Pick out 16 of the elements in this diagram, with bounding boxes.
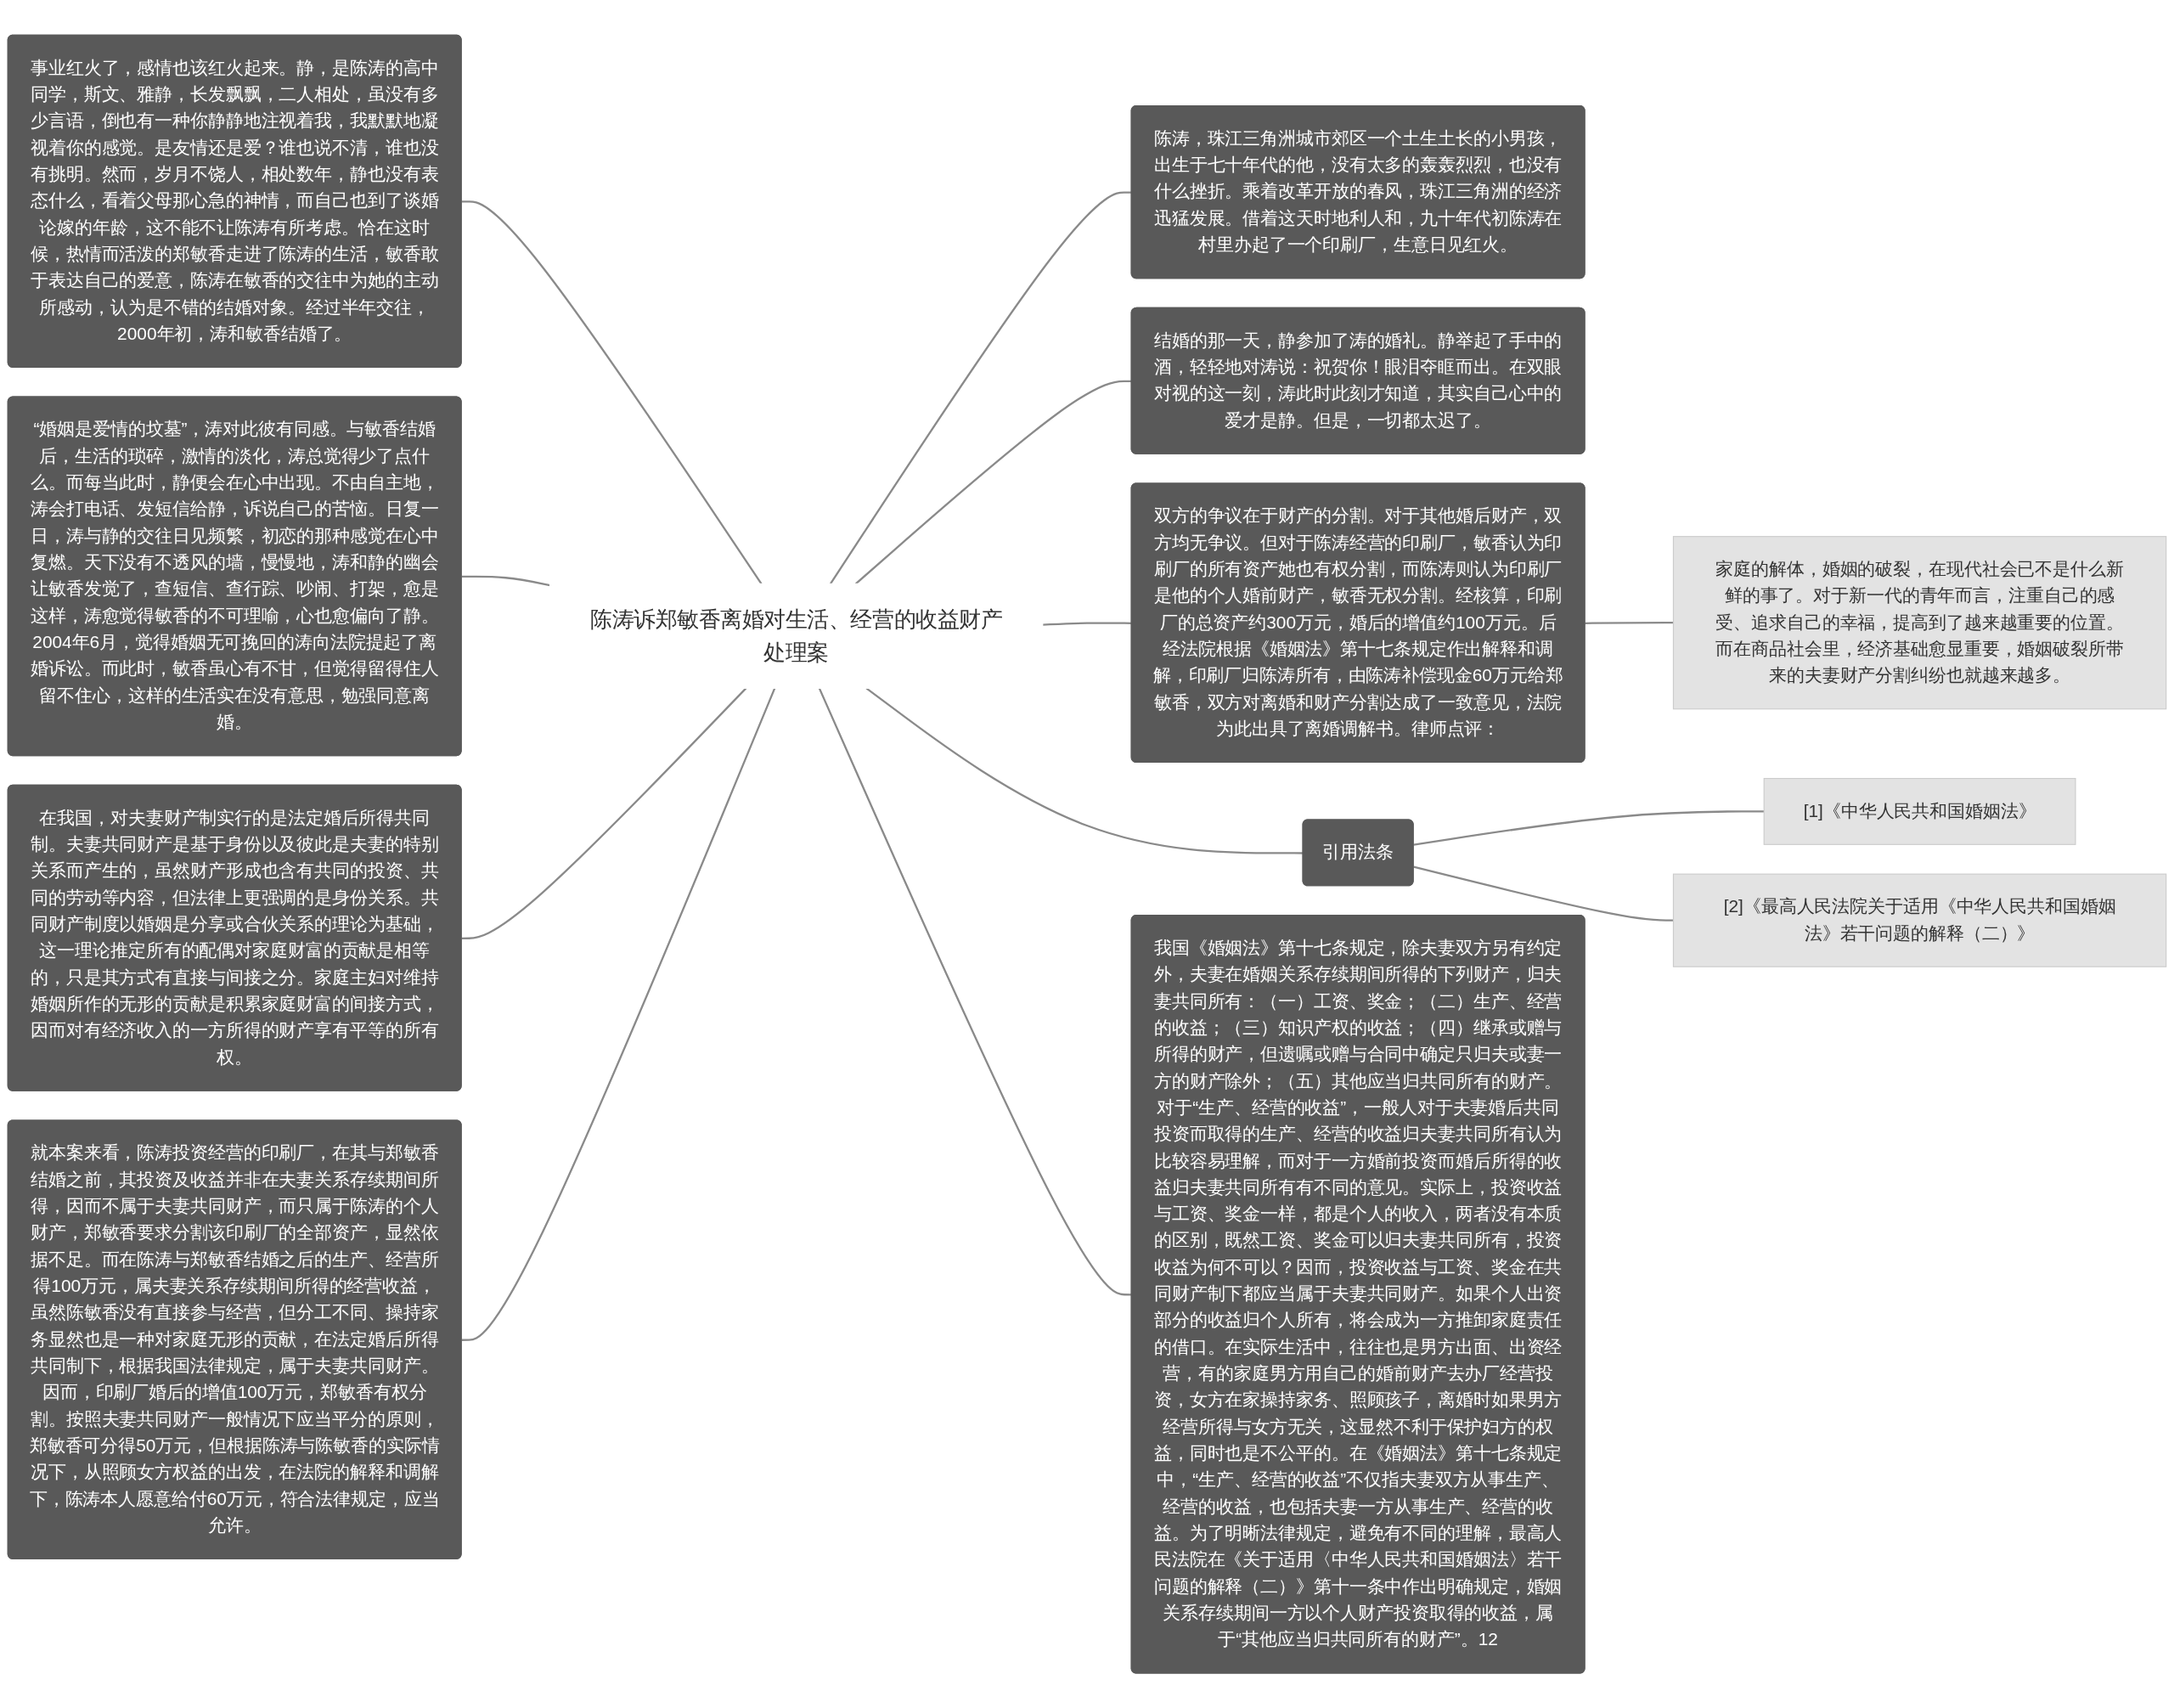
connector	[461, 687, 776, 1341]
node-box: 家庭的解体，婚姻的破裂，在现代社会已不是什么新鲜的事了。对于新一代的青年而言，注重自己的感受、追求自己的幸福，提高到了越来越重要的位置。而在商品社会里，经济基础愈显重要，婚姻破裂所带来的夫妻财产分割纠纷也就越来越多。	[1672, 535, 2167, 710]
connector	[1585, 621, 1674, 624]
connector	[1413, 865, 1674, 922]
node-box: [2]《最高人民法院关于适用《中华人民共和国婚姻法》若干问题的解释（二）》	[1672, 873, 2167, 967]
node-text: 陈涛诉郑敏香离婚对生活、经营的收益财产处理案	[590, 607, 1003, 665]
connector	[1413, 810, 1765, 846]
connector	[461, 575, 550, 587]
connector	[829, 191, 1132, 584]
connector	[818, 687, 1132, 1296]
node-box: [1]《中华人民共和国婚姻法》	[1763, 777, 2076, 845]
connector	[854, 380, 1132, 585]
connector	[865, 687, 1304, 854]
connector	[1042, 622, 1132, 626]
connector	[461, 687, 747, 939]
connector	[461, 200, 763, 584]
